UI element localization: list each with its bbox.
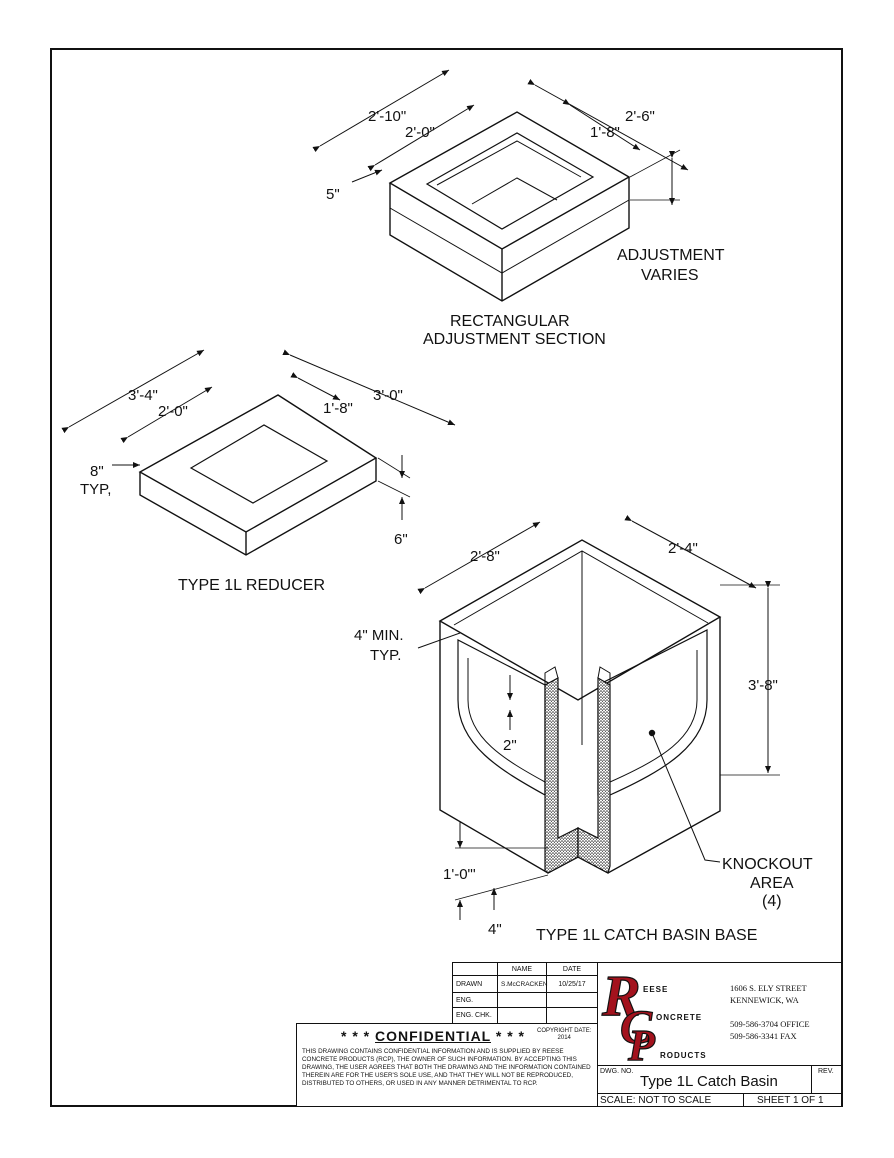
- company-address2: KENNEWICK, WA: [730, 995, 799, 1005]
- reducer-dim-height: 6": [394, 531, 408, 548]
- adjustment-dim-inner-left: 2'-0": [405, 124, 435, 141]
- confidential-title: * * * CONFIDENTIAL * * *: [341, 1028, 525, 1044]
- company-office-phone: 509-586-3704 OFFICE: [730, 1019, 810, 1029]
- copyright-label: COPYRIGHT DATE:: [537, 1028, 592, 1034]
- row-name-eng-chk: [497, 1007, 547, 1024]
- row-date-drawn: 10/25/17: [546, 975, 598, 993]
- base-dim-floor: 1'-0"': [443, 866, 476, 883]
- svg-text:C: C: [620, 1001, 653, 1054]
- dwg-no-label: DWG. NO.: [600, 1068, 634, 1075]
- reducer-dim-inner-left: 2'-0": [158, 403, 188, 420]
- knockout-label-line1: KNOCKOUT: [722, 856, 813, 873]
- adjustment-dim-inner-right: 1'-8": [590, 124, 620, 141]
- reducer-dim-outer-left: 3'-4": [128, 387, 158, 404]
- confidential-notice: * * * CONFIDENTIAL * * * COPYRIGHT DATE:…: [296, 1023, 598, 1107]
- adjustment-section-view: [312, 69, 689, 302]
- catch-basin-base-view: [417, 515, 780, 920]
- reducer-dim-outer-right: 3'-0": [373, 387, 403, 404]
- svg-text:R: R: [601, 965, 641, 1028]
- base-dim-right: 2'-4": [668, 540, 698, 557]
- table-corner-cell: [452, 962, 498, 976]
- confidential-body: THIS DRAWING CONTAINS CONFIDENTIAL INFOR…: [302, 1048, 591, 1087]
- adjustment-dim-outer-left: 2'-10": [368, 108, 406, 125]
- logo-word-concrete: ONCRETE: [656, 1013, 703, 1022]
- row-label-eng-chk: ENG. CHK.: [452, 1007, 498, 1024]
- sheet-label: SHEET 1 OF 1: [757, 1095, 824, 1106]
- copyright-year: 2014: [557, 1035, 571, 1041]
- scale-row: [597, 1093, 842, 1107]
- row-label-drawn: DRAWN: [452, 975, 498, 993]
- base-dim-two-in: 2": [503, 737, 517, 754]
- adjustment-title-line1: RECTANGULAR: [450, 313, 570, 330]
- stars-left: * * *: [341, 1028, 371, 1044]
- row-name-drawn: S.McCRACKEN: [497, 975, 548, 993]
- company-address1: 1606 S. ELY STREET: [730, 983, 807, 993]
- header-name: NAME: [497, 962, 547, 976]
- company-logo: R C P: [600, 965, 656, 1061]
- confidential-word: CONFIDENTIAL: [375, 1028, 491, 1044]
- base-dim-four-in: 4": [488, 921, 502, 938]
- adjustment-dim-outer-right: 2'-6": [625, 108, 655, 125]
- adjustment-title-line2: ADJUSTMENT SECTION: [423, 331, 606, 348]
- knockout-label-line2: AREA: [750, 875, 794, 892]
- reducer-view: [61, 349, 456, 556]
- adjustment-note-line2: VARIES: [641, 267, 699, 284]
- scale-divider: [743, 1093, 744, 1107]
- logo-word-reese: EESE: [643, 985, 669, 994]
- base-dim-min-line2: TYP.: [370, 647, 401, 664]
- adjustment-note-line1: ADJUSTMENT: [617, 247, 725, 264]
- svg-text:P: P: [627, 1021, 656, 1061]
- logo-word-products: RODUCTS: [660, 1051, 707, 1060]
- base-dim-left: 2'-8": [470, 548, 500, 565]
- header-date: DATE: [546, 962, 598, 976]
- base-dim-height: 3'-8": [748, 677, 778, 694]
- rev-label: REV.: [818, 1068, 834, 1075]
- reducer-dim-wall-line2: TYP,: [80, 481, 111, 498]
- row-name-eng: [497, 992, 547, 1008]
- scale-label: SCALE: NOT TO SCALE: [600, 1095, 712, 1106]
- rev-cell: [811, 1065, 842, 1094]
- copyright-date: COPYRIGHT DATE: 2014: [537, 1028, 591, 1042]
- company-fax: 509-586-3341 FAX: [730, 1031, 797, 1041]
- reducer-dim-wall-line1: 8": [90, 463, 104, 480]
- stars-right: * * *: [495, 1028, 525, 1044]
- reducer-dim-inner-right: 1'-8": [323, 400, 353, 417]
- company-block: [597, 962, 842, 1066]
- reducer-title: TYPE 1L REDUCER: [178, 577, 325, 594]
- base-dim-min-line1: 4" MIN.: [354, 627, 404, 644]
- drawing-title-cell: [597, 1065, 842, 1094]
- row-date-eng-chk: [546, 1007, 598, 1024]
- row-label-eng: ENG.: [452, 992, 498, 1008]
- knockout-label-line3: (4): [762, 893, 782, 910]
- base-title: TYPE 1L CATCH BASIN BASE: [536, 927, 757, 944]
- drawing-title: Type 1L Catch Basin: [640, 1073, 778, 1090]
- row-date-eng: [546, 992, 598, 1008]
- adjustment-dim-wall: 5": [326, 186, 340, 203]
